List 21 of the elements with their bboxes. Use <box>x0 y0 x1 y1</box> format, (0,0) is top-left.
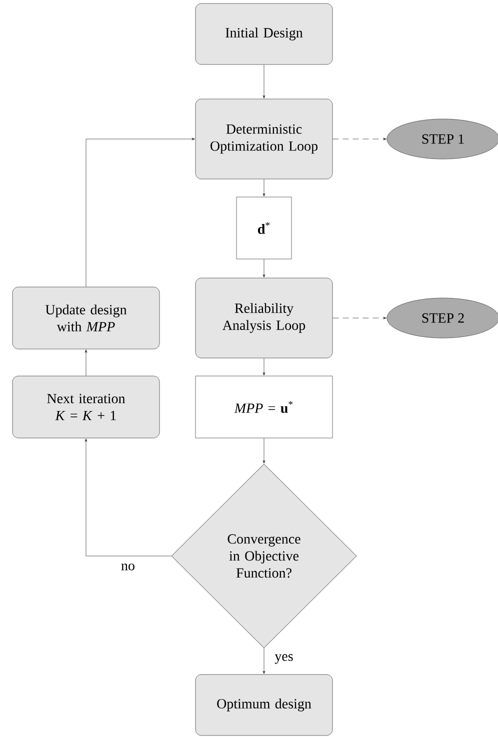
process-box: Update design with MPP <box>12 286 160 350</box>
arrow <box>262 179 266 196</box>
process-box: Deterministic Optimization Loop <box>195 98 333 180</box>
process-box: Next iteration K = K + 1 <box>12 376 160 438</box>
arrow <box>262 259 266 278</box>
arrow <box>84 350 88 376</box>
process-box: Optimum design <box>195 674 333 736</box>
edge-label: no <box>120 562 136 572</box>
arrow <box>86 138 195 287</box>
arrow <box>262 438 266 464</box>
result-box: MPP = u$^{*}$ <box>195 376 333 438</box>
arrow <box>262 648 266 674</box>
dashed-arrow <box>332 316 386 320</box>
arrow <box>262 64 266 98</box>
edge-label: yes <box>274 653 294 665</box>
arrow <box>84 438 172 556</box>
process-box: Reliability Analysis Loop <box>195 278 333 358</box>
arrow <box>262 358 266 376</box>
process-box: Initial Design <box>195 3 333 65</box>
dashed-arrow <box>332 138 386 140</box>
result-box: d$^{*}$ <box>236 196 292 260</box>
